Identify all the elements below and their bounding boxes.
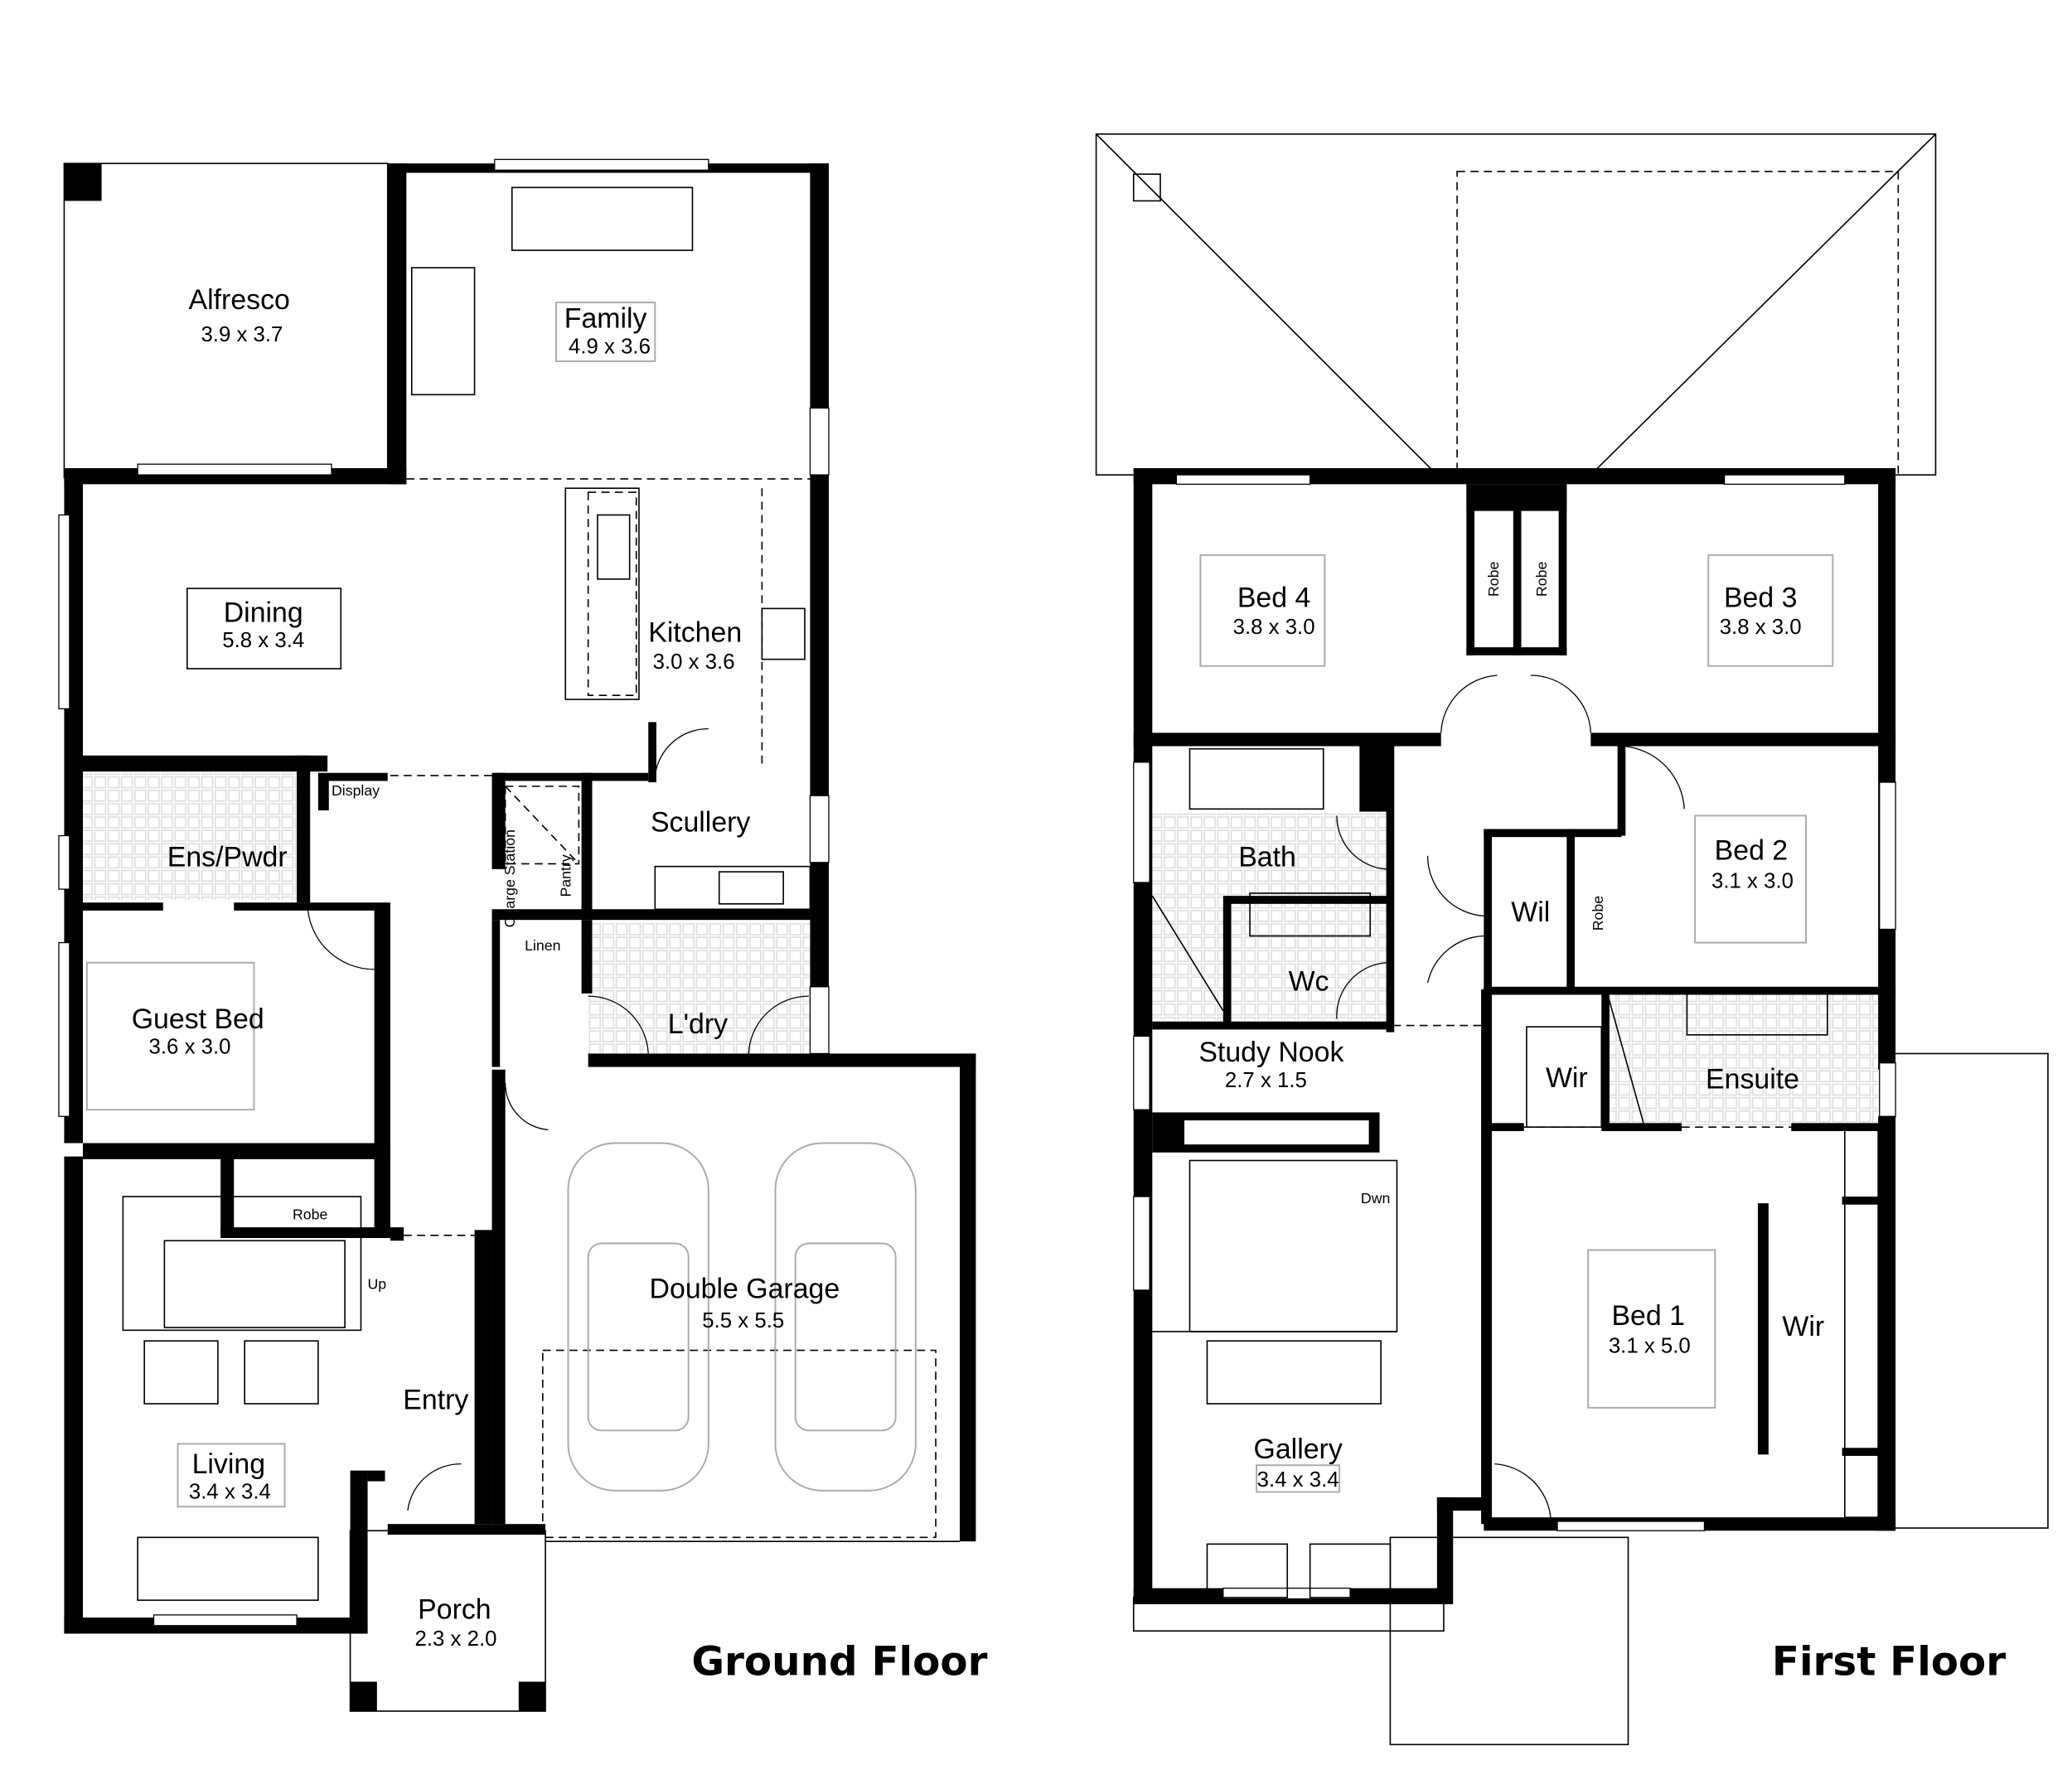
- room-label-display: Display: [332, 782, 380, 799]
- room-label-linen: Linen: [525, 937, 560, 954]
- room-label-bed4: Bed 4: [1237, 583, 1310, 614]
- first-stairs: [1152, 1159, 1398, 1332]
- room-label-gallery: Gallery: [1254, 1434, 1343, 1465]
- room-size-family: 4.9 x 3.6: [569, 335, 651, 358]
- room-size-porch: 2.3 x 2.0: [415, 1627, 497, 1651]
- room-label-bed1: Bed 1: [1611, 1300, 1684, 1332]
- room-label-robe-bed2: Robe: [1590, 896, 1606, 931]
- room-label-scullery: Scullery: [651, 807, 750, 839]
- room-size-study-nook: 2.7 x 1.5: [1225, 1069, 1307, 1092]
- first-floor-title: First Floor: [1772, 1638, 2006, 1685]
- room-label-entry: Entry: [403, 1384, 468, 1415]
- room-size-bed2: 3.1 x 3.0: [1711, 869, 1794, 892]
- room-label-ens-pwdr: Ens/Pwdr: [167, 842, 288, 873]
- room-label-robe-b: Robe: [1533, 562, 1550, 597]
- room-label-bed2: Bed 2: [1715, 835, 1788, 867]
- room-label-wir-bed1: Wir: [1782, 1311, 1824, 1342]
- ground-floor-plan: Alfresco 3.9 x 3.7 Family 4.9 x 3.6 Dini…: [58, 158, 988, 1712]
- room-label-alfresco: Alfresco: [189, 284, 290, 316]
- room-label-laundry: L'dry: [668, 1008, 728, 1040]
- room-label-wc: Wc: [1289, 966, 1329, 998]
- room-size-kitchen: 3.0 x 3.6: [653, 650, 735, 674]
- stairs-down-label: Dwn: [1361, 1190, 1390, 1206]
- room-label-kitchen: Kitchen: [648, 617, 742, 649]
- room-label-bed3: Bed 3: [1724, 583, 1797, 614]
- room-size-living: 3.4 x 3.4: [189, 1481, 271, 1504]
- room-label-robe: Robe: [293, 1206, 328, 1222]
- roof-outline: [1095, 133, 1937, 476]
- car-icon: [774, 1142, 917, 1492]
- room-label-living: Living: [192, 1448, 265, 1480]
- room-size-gallery: 3.4 x 3.4: [1257, 1468, 1339, 1492]
- room-label-dining: Dining: [224, 597, 303, 628]
- room-label-wil: Wil: [1511, 897, 1550, 928]
- car-icon: [567, 1142, 709, 1492]
- room-size-guest-bed: 3.6 x 3.0: [149, 1035, 231, 1058]
- room-label-guest-bed: Guest Bed: [132, 1003, 264, 1035]
- room-label-ensuite: Ensuite: [1706, 1063, 1799, 1095]
- ground-floor-title: Ground Floor: [691, 1638, 987, 1685]
- room-label-pantry: Pantry: [558, 854, 574, 897]
- room-label-robe-a: Robe: [1485, 562, 1502, 597]
- room-size-bed3: 3.8 x 3.0: [1720, 616, 1802, 639]
- first-floor-plan: Bed 4 3.8 x 3.0 Bed 3 3.8 x 3.0 Robe Rob…: [1095, 133, 2049, 1746]
- room-label-family: Family: [564, 303, 647, 335]
- room-size-dining: 5.8 x 3.4: [222, 629, 304, 652]
- room-label-bath: Bath: [1238, 842, 1296, 873]
- room-size-bed4: 3.8 x 3.0: [1233, 616, 1315, 639]
- room-size-double-garage: 5.5 x 5.5: [702, 1309, 784, 1332]
- room-label-double-garage: Double Garage: [650, 1274, 840, 1305]
- room-label-charge-station: Charge Station: [501, 829, 518, 927]
- stairs-up-label: Up: [368, 1275, 387, 1292]
- room-size-alfresco: 3.9 x 3.7: [201, 323, 283, 346]
- ground-stairs: [122, 1196, 362, 1332]
- room-label-wir-ensuite: Wir: [1546, 1062, 1588, 1094]
- room-label-study-nook: Study Nook: [1198, 1037, 1343, 1068]
- room-label-porch: Porch: [418, 1594, 491, 1626]
- room-size-bed1: 3.1 x 5.0: [1609, 1335, 1691, 1358]
